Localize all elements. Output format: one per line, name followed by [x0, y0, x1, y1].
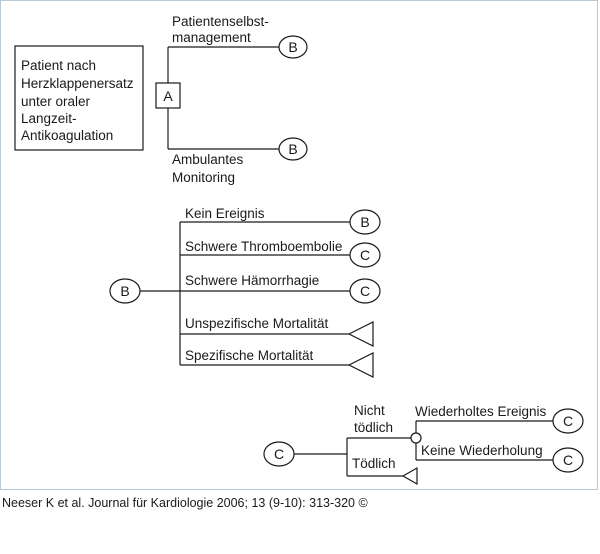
tree-c-end-node-top — [552, 408, 584, 434]
branch-label-spez-mortalitaet: Spezifische Mortalität — [185, 348, 314, 363]
node-label: C — [360, 247, 370, 263]
chance-node-small — [410, 432, 422, 444]
node-label: B — [120, 283, 129, 299]
patient-box-line-5: Antikoagulation — [21, 128, 113, 143]
tree-a-end-node-bottom — [278, 137, 308, 161]
branch-label-haemorrhagie: Schwere Hämorrhagie — [185, 273, 319, 288]
branch-label-wiederholtes-ereignis: Wiederholtes Ereignis — [415, 404, 547, 419]
patient-box-line-3: unter oraler — [21, 94, 91, 109]
patient-box-line-2: Herzklappenersatz — [21, 76, 134, 91]
diagram-frame: Patient nach Herzklappenersatz unter ora… — [0, 0, 598, 490]
terminal-triangle-icon — [347, 321, 374, 347]
tree-b-end-node-2 — [349, 242, 381, 268]
patient-box-line-4: Langzeit- — [21, 111, 77, 126]
node-label: C — [563, 413, 573, 429]
patient-box-line-1: Patient nach — [21, 58, 96, 73]
branch-label-nicht-toedlich-2: tödlich — [354, 420, 393, 435]
branch-label-selfmanagement-2: management — [172, 30, 251, 45]
terminal-triangle-icon — [401, 466, 418, 486]
node-label: C — [360, 283, 370, 299]
node-label: B — [288, 141, 297, 157]
tree-b-end-node-1 — [349, 209, 381, 235]
branch-label-thromboembolie: Schwere Thromboembolie — [185, 239, 342, 254]
patient-box — [14, 45, 144, 151]
node-label: B — [288, 39, 297, 55]
citation: Neeser K et al. Journal für Kardiologie … — [2, 496, 368, 510]
tree-a-end-node-top — [278, 35, 308, 59]
terminal-triangle-icon — [347, 352, 374, 378]
branch-label-monitoring-1: Ambulantes — [172, 152, 244, 167]
node-label: B — [360, 214, 369, 230]
branch-label-selfmanagement-1: Patientenselbst- — [172, 14, 269, 29]
branch-label-nicht-toedlich-1: Nicht — [354, 403, 385, 418]
decision-node-label: A — [163, 88, 173, 104]
node-label: C — [274, 446, 284, 462]
node-label: C — [563, 452, 573, 468]
branch-label-unspez-mortalitaet: Unspezifische Mortalität — [185, 316, 329, 331]
tree-c-end-node-bottom — [552, 447, 584, 473]
branch-label-toedlich: Tödlich — [352, 456, 396, 471]
tree-b-end-node-3 — [349, 278, 381, 304]
branch-label-monitoring-2: Monitoring — [172, 170, 235, 185]
branch-label-keine-wiederholung: Keine Wiederholung — [421, 443, 543, 458]
branch-label-kein-ereignis: Kein Ereignis — [185, 206, 265, 221]
decision-tree-diagram: Patient nach Herzklappenersatz unter ora… — [14, 14, 584, 486]
